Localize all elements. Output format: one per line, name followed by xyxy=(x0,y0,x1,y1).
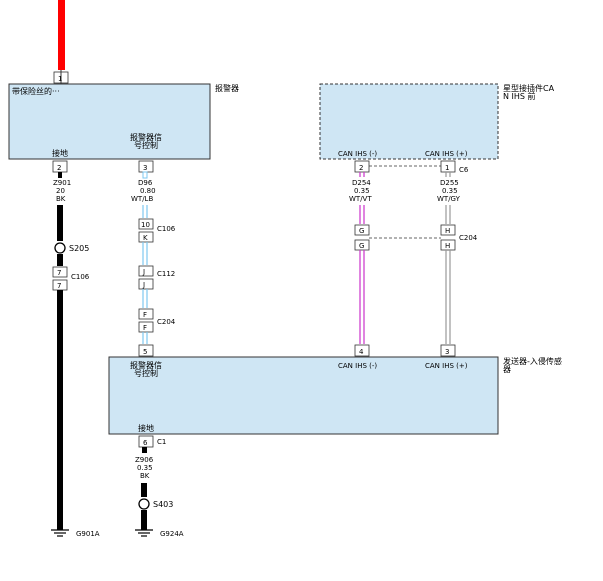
star-can-neg-label: CAN IHS (-) xyxy=(338,150,377,158)
z906-color: BK xyxy=(140,472,150,480)
alarm-signal-label-1: 报警器信 xyxy=(130,132,162,142)
sender-module: 发送器-入侵传感 器 报警器信 号控制 CAN IHS (-) CAN IHS … xyxy=(108,356,562,435)
ground-circuit-z901: 2 Z901 20 BK S205 7 C106 7 G901A xyxy=(51,160,100,538)
sender-can-pos-label: CAN IHS (+) xyxy=(425,362,468,370)
sender-ground-label: 接地 xyxy=(138,423,154,433)
z906-gauge: 0.35 xyxy=(137,464,153,472)
c204-signal-label: C204 xyxy=(157,318,176,326)
d96-gauge: 0.80 xyxy=(140,187,156,195)
splice-s403 xyxy=(138,498,150,510)
c112-label: C112 xyxy=(157,270,175,278)
sender-signal-label-1: 报警器信 xyxy=(130,360,162,370)
c106-signal-label: C106 xyxy=(157,225,176,233)
splice-s403-label: S403 xyxy=(153,500,173,509)
power-feed-wire xyxy=(58,0,65,70)
sender-pin-3: 3 xyxy=(445,348,449,356)
sender-can-neg-label: CAN IHS (-) xyxy=(338,362,377,370)
d255-gauge: 0.35 xyxy=(442,187,458,195)
alarm-pin-1: 1 xyxy=(58,75,62,83)
sender-pin-6: 6 xyxy=(143,439,148,447)
can-neg-circuit-d254: 2 D254 0.35 WT/VT G G 4 xyxy=(349,160,441,357)
d96-color: WT/LB xyxy=(131,195,153,203)
d254-color: WT/VT xyxy=(349,195,372,203)
sender-module-name-2: 器 xyxy=(503,365,511,374)
c204-signal-pin-top: F xyxy=(143,311,147,319)
z901-code: Z901 xyxy=(53,179,71,187)
d254-code: D254 xyxy=(352,179,371,187)
sender-pin-5: 5 xyxy=(143,348,147,356)
alarm-ground-label: 接地 xyxy=(52,148,68,158)
star-connector-name-1: 星型接插件CA xyxy=(503,83,555,93)
alarm-fuse-label: 带保险丝的··· xyxy=(12,86,60,96)
c112-pin-bottom: J xyxy=(142,281,145,289)
c106-ground-label: C106 xyxy=(71,273,90,281)
c204-signal-pin-bottom: F xyxy=(143,324,147,332)
d255-color: WT/GY xyxy=(437,195,461,203)
c106-ground-pin-top: 7 xyxy=(57,269,61,277)
star-pin-1: 1 xyxy=(445,164,449,172)
c204-h-pin-bottom: H xyxy=(445,242,450,250)
c1-label: C1 xyxy=(157,438,166,446)
alarm-module-name: 报警器 xyxy=(215,83,239,93)
c204-g-pin-top: G xyxy=(359,227,364,235)
alarm-pin-3: 3 xyxy=(143,164,147,172)
d254-gauge: 0.35 xyxy=(354,187,370,195)
c106-signal-pin-bottom: K xyxy=(143,234,148,242)
alarm-module: 带保险丝的··· 报警器 接地 报警器信 号控制 1 xyxy=(8,70,239,160)
c6-label: C6 xyxy=(459,166,469,174)
star-connector: 星型接插件CA N IHS 前 CAN IHS (-) CAN IHS (+) xyxy=(319,83,555,160)
d255-code: D255 xyxy=(440,179,459,187)
splice-s205-label: S205 xyxy=(69,244,89,253)
z901-gauge: 20 xyxy=(56,187,65,195)
signal-circuit-d96: 3 D96 0.80 WT/LB 10 C106 K J C112 J F C2… xyxy=(131,160,176,357)
alarm-pin-2: 2 xyxy=(57,164,61,172)
splice-s205 xyxy=(54,242,66,254)
z901-color: BK xyxy=(56,195,66,203)
alarm-signal-label-2: 号控制 xyxy=(134,140,158,150)
sender-module-name-1: 发送器-入侵传感 xyxy=(503,356,562,366)
star-connector-name-2: N IHS 前 xyxy=(503,91,536,101)
c204-h-pin-top: H xyxy=(445,227,450,235)
sender-pin-4: 4 xyxy=(359,348,364,356)
sender-signal-label-2: 号控制 xyxy=(134,368,158,378)
c106-ground-pin-bottom: 7 xyxy=(57,282,61,290)
d96-code: D96 xyxy=(138,179,153,187)
z906-code: Z906 xyxy=(135,456,154,464)
c204-can-label: C204 xyxy=(459,234,478,242)
c106-signal-pin-top: 10 xyxy=(141,221,150,229)
ground-g924a-label: G924A xyxy=(160,530,184,538)
c204-g-pin-bottom: G xyxy=(359,242,364,250)
can-pos-circuit-d255: 1 C6 D255 0.35 WT/GY H C204 H 3 xyxy=(437,160,478,357)
star-pin-2: 2 xyxy=(359,164,363,172)
star-can-pos-label: CAN IHS (+) xyxy=(425,150,468,158)
c112-pin-top: J xyxy=(142,268,145,276)
ground-circuit-z906: 6 C1 Z906 0.35 BK S403 G924A xyxy=(135,435,184,538)
ground-g901a-label: G901A xyxy=(76,530,100,538)
